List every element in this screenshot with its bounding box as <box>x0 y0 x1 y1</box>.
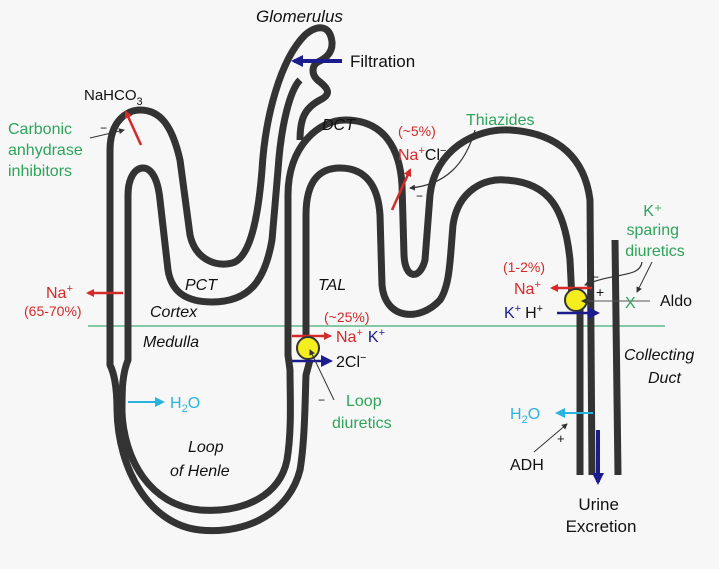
tal-percent: (~25%) <box>324 309 370 325</box>
loop-inhibition-pointer <box>309 349 335 401</box>
pct-na-percent: (65-70%) <box>24 303 82 319</box>
loop-of-henle-label: Loop of Henle <box>170 439 230 480</box>
pct-na-label: Na+ <box>46 283 73 302</box>
carbonic-minus-sign: − <box>100 121 107 135</box>
adh-label: ADH <box>510 457 544 474</box>
loop-minus-sign: − <box>318 393 325 407</box>
cd-kh-label: K+H+ <box>504 303 543 322</box>
cd-na-label: Na+ <box>514 279 541 298</box>
cd-plus-sign: + <box>596 284 604 300</box>
tal-nak-label: Na+K+ <box>336 327 385 346</box>
filtration-label: Filtration <box>350 52 415 71</box>
cd-enac-transporter <box>564 288 588 312</box>
urine-excretion-label: Urine Excretion <box>566 495 637 536</box>
tubule-outer-wall <box>106 24 336 343</box>
collecting-duct-right-wall <box>611 239 622 476</box>
dct-percent: (~5%) <box>398 123 436 139</box>
adh-plus-sign: + <box>557 431 565 446</box>
dct-na-arrow <box>390 168 412 211</box>
tubule-inner-wall <box>124 77 303 343</box>
dct-label: DCT <box>322 117 356 134</box>
cortex-label: Cortex <box>150 304 198 321</box>
thiazide-inhibition-pointer <box>409 129 476 191</box>
cd-percent: (1-2%) <box>503 259 545 275</box>
adh-pointer <box>533 423 568 453</box>
glomerulus-label: Glomerulus <box>256 7 343 26</box>
cd-h2o-label: H2O <box>510 406 540 426</box>
tal-cl-label: 2Cl− <box>336 352 366 371</box>
tal-nkcc-transporter <box>296 336 320 360</box>
carbonic-inhibition-pointer <box>89 128 125 139</box>
tal-inner-wall <box>302 164 576 343</box>
descending-h2o-label: H2O <box>170 395 200 415</box>
k-sparing-block-pointer <box>636 261 653 293</box>
collecting-duct-label: Collecting Duct <box>624 347 699 387</box>
carbonic-anhydrase-inhibitors-label: Carbonic anhydrase inhibitors <box>8 121 87 180</box>
k-sparing-inhibition-pointer <box>584 261 643 286</box>
cd-minus-sign: − <box>592 270 599 284</box>
loop-diuretics-label: Loop diuretics <box>332 393 392 432</box>
thiazide-minus-sign: − <box>416 189 423 203</box>
dct-nacl-label: Na+Cl− <box>398 145 446 164</box>
k-sparing-diuretics-label: K⁺ sparing diuretics <box>625 203 685 260</box>
aldo-block-mark: X <box>625 295 636 312</box>
nahco3-arrow <box>124 110 143 146</box>
loop-inner-wall <box>118 343 294 514</box>
thiazides-label: Thiazides <box>466 112 534 129</box>
pct-label: PCT <box>185 277 218 294</box>
nahco3-label: NaHCO3 <box>84 87 143 108</box>
loop-outer-wall <box>106 343 314 535</box>
tal-outer-wall <box>284 116 596 476</box>
medulla-label: Medulla <box>143 334 199 351</box>
aldo-label: Aldo <box>660 293 692 310</box>
tal-label: TAL <box>318 277 346 294</box>
